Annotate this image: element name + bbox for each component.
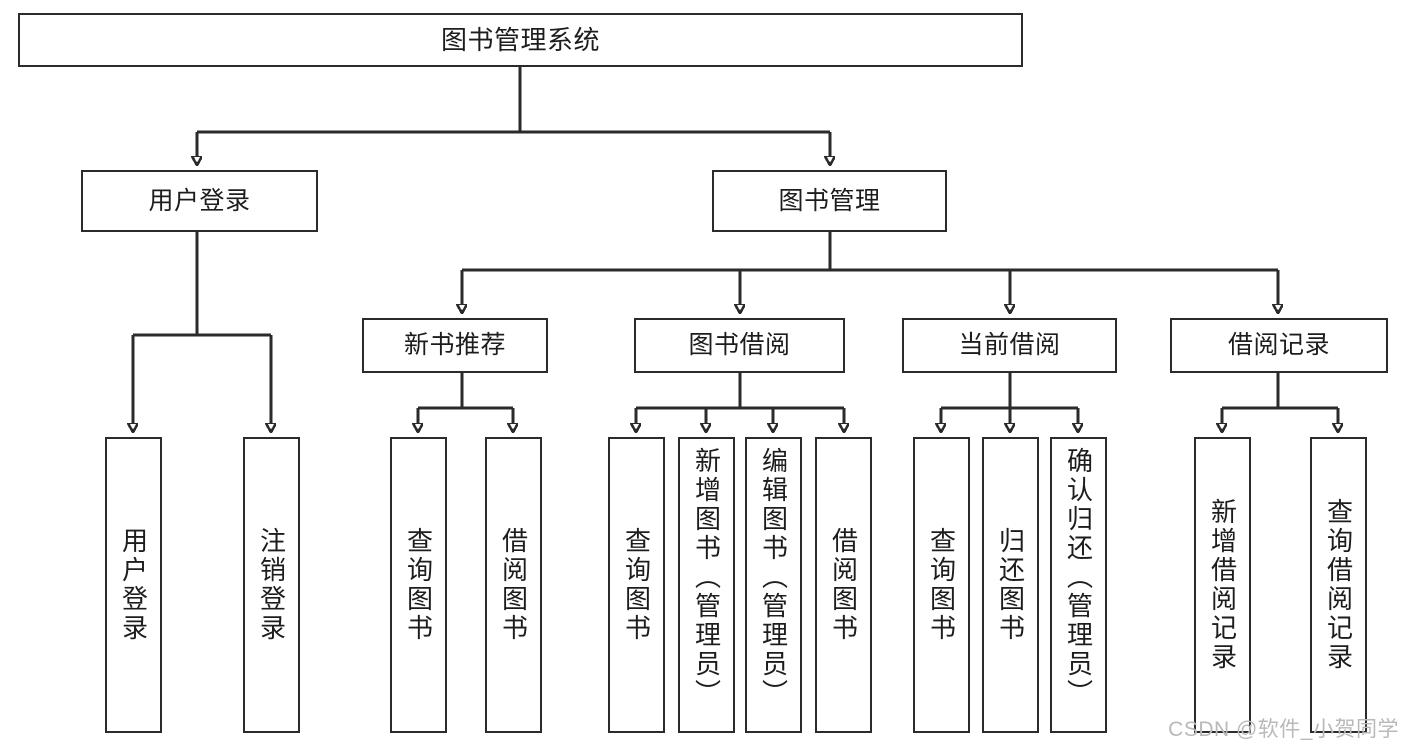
node-label: 用户登录 — [118, 527, 149, 643]
node-label: 确认归还（管理员） — [1063, 447, 1094, 708]
leaf-borrow-book-borrow[interactable]: 借阅图书 — [815, 437, 872, 733]
node-book-management[interactable]: 图书管理 — [712, 170, 947, 232]
leaf-return-book[interactable]: 归还图书 — [982, 437, 1039, 733]
node-label: 查询图书 — [926, 527, 957, 643]
csdn-watermark: CSDN @软件_小贺同学 — [1168, 718, 1399, 741]
node-label: 借阅记录 — [1227, 331, 1330, 359]
node-label: 查询借阅记录 — [1323, 498, 1354, 672]
node-label: 注销登录 — [256, 527, 287, 643]
leaf-query-borrow-record[interactable]: 查询借阅记录 — [1310, 437, 1367, 733]
leaf-query-book-current[interactable]: 查询图书 — [913, 437, 970, 733]
node-new-book-recommend[interactable]: 新书推荐 — [362, 318, 548, 373]
leaf-borrow-book-recommend[interactable]: 借阅图书 — [485, 437, 542, 733]
node-root-book-management-system[interactable]: 图书管理系统 — [18, 13, 1023, 67]
leaf-logout-login[interactable]: 注销登录 — [243, 437, 300, 733]
node-current-borrow[interactable]: 当前借阅 — [902, 318, 1117, 373]
node-label: 借阅图书 — [828, 527, 859, 643]
leaf-add-book-admin[interactable]: 新增图书（管理员） — [678, 437, 735, 733]
node-label: 新书推荐 — [403, 331, 506, 359]
node-label: 用户登录 — [148, 186, 251, 215]
node-borrow-record[interactable]: 借阅记录 — [1170, 318, 1388, 373]
leaf-add-borrow-record[interactable]: 新增借阅记录 — [1194, 437, 1251, 733]
leaf-query-book-borrow[interactable]: 查询图书 — [608, 437, 665, 733]
node-user-login[interactable]: 用户登录 — [81, 170, 318, 232]
node-label: 新增图书（管理员） — [691, 447, 722, 708]
node-label: 图书管理 — [778, 186, 881, 215]
node-label: 当前借阅 — [958, 331, 1061, 359]
node-book-borrow[interactable]: 图书借阅 — [634, 318, 845, 373]
node-label: 借阅图书 — [498, 527, 529, 643]
node-label: 编辑图书（管理员） — [758, 447, 789, 708]
leaf-edit-book-admin[interactable]: 编辑图书（管理员） — [745, 437, 802, 733]
node-label: 图书管理系统 — [440, 24, 600, 55]
node-label: 新增借阅记录 — [1207, 498, 1238, 672]
leaf-query-book-recommend[interactable]: 查询图书 — [390, 437, 447, 733]
node-label: 图书借阅 — [688, 331, 791, 359]
node-label: 查询图书 — [621, 527, 652, 643]
leaf-confirm-return-admin[interactable]: 确认归还（管理员） — [1050, 437, 1107, 733]
node-label: 查询图书 — [403, 527, 434, 643]
node-label: 归还图书 — [995, 527, 1026, 643]
leaf-user-login[interactable]: 用户登录 — [105, 437, 162, 733]
